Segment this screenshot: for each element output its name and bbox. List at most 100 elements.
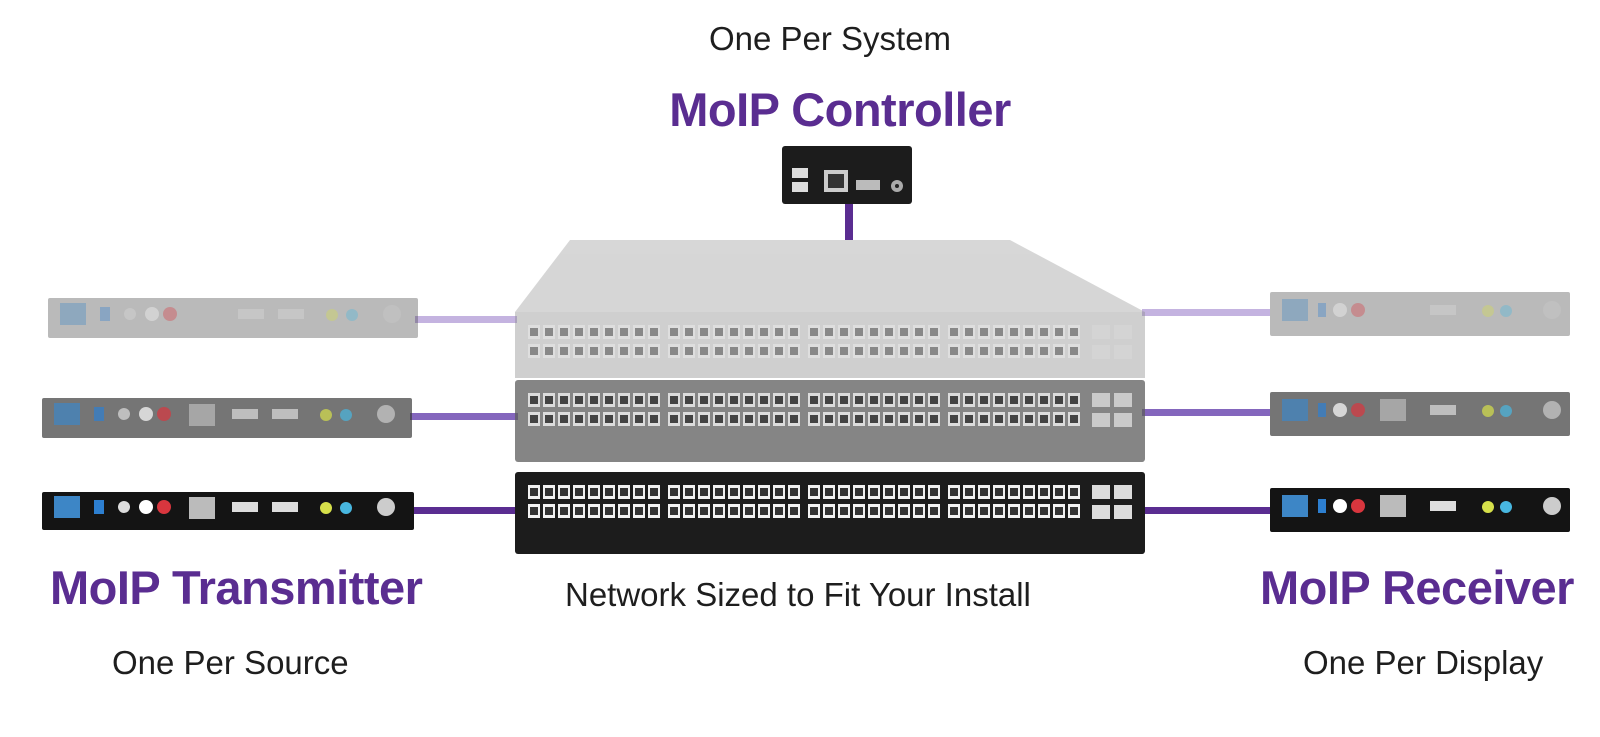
switch-port-socket	[530, 507, 538, 515]
switch-port-socket	[685, 507, 693, 515]
switch-port-socket	[715, 488, 723, 496]
switch-port	[743, 344, 755, 358]
switch-port-socket	[1010, 347, 1018, 355]
switch-port	[838, 325, 850, 339]
switch-port-socket	[870, 328, 878, 336]
switch-port-socket	[980, 396, 988, 404]
switch-port-socket	[930, 488, 938, 496]
switch-port-socket	[1055, 328, 1063, 336]
controller-caption: One Per System	[708, 20, 952, 57]
switch-port-socket	[545, 507, 553, 515]
switch-port-socket	[590, 488, 598, 496]
switch-port-socket	[855, 415, 863, 423]
power-jack	[1543, 497, 1561, 515]
switch-port-socket	[760, 507, 768, 515]
switch-port-socket	[950, 328, 958, 336]
audio-out-red	[1351, 499, 1365, 513]
sfp-port	[1092, 393, 1110, 407]
switch-port-socket	[915, 415, 923, 423]
moip-controller-device	[782, 146, 912, 204]
switch-port-socket	[1025, 328, 1033, 336]
audio-jack	[118, 408, 130, 420]
switch-port	[1053, 344, 1065, 358]
switch-port	[913, 344, 925, 358]
switch-port-socket	[915, 507, 923, 515]
switch-port-socket	[730, 507, 738, 515]
switch-port	[808, 344, 820, 358]
switch-port-socket	[745, 396, 753, 404]
hdmi-out-port	[278, 309, 304, 319]
switch-port-socket	[670, 507, 678, 515]
switch-port-grid	[528, 325, 1132, 359]
sfp-port	[1092, 325, 1110, 339]
switch-port-socket	[885, 347, 893, 355]
ir-flasher-jack	[340, 409, 352, 421]
audio-out-white	[1333, 499, 1347, 513]
switch-port-socket	[995, 328, 1003, 336]
switch-port-socket	[775, 328, 783, 336]
switch-port-socket	[635, 488, 643, 496]
switch-port-socket	[1010, 415, 1018, 423]
switch-port-socket	[1055, 488, 1063, 496]
switch-port-socket	[530, 347, 538, 355]
switch-port-socket	[775, 507, 783, 515]
switch-port-socket	[620, 347, 628, 355]
switch-port	[573, 325, 585, 339]
hdmi-in-port	[232, 409, 258, 419]
audio-out-red	[157, 407, 171, 421]
switch-port-socket	[670, 396, 678, 404]
dip-switch	[1318, 403, 1326, 417]
switch-port	[558, 344, 570, 358]
switch-port-socket	[855, 396, 863, 404]
sfp-port	[1114, 485, 1132, 499]
network-port	[60, 303, 86, 325]
switch-port-socket	[530, 488, 538, 496]
power-jack	[377, 498, 395, 516]
switch-port-socket	[840, 347, 848, 355]
switch-port-socket	[790, 507, 798, 515]
switch-port-socket	[790, 396, 798, 404]
switch-port	[528, 344, 540, 358]
sfp-port	[1092, 345, 1110, 359]
sfp-port	[1092, 505, 1110, 519]
switch-port	[963, 325, 975, 339]
switch-port	[1008, 344, 1020, 358]
switch-port-socket	[1040, 415, 1048, 423]
switch-port-socket	[670, 415, 678, 423]
switch-port-socket	[915, 396, 923, 404]
ir-receiver-jack	[1482, 405, 1494, 417]
switch-port-socket	[590, 328, 598, 336]
sfp-port	[1114, 393, 1132, 407]
switch-port-socket	[560, 347, 568, 355]
rx-link-mid	[1142, 409, 1270, 416]
switch-port	[618, 325, 630, 339]
switch-port-socket	[700, 415, 708, 423]
switch-port-socket	[870, 396, 878, 404]
switch-port-socket	[560, 328, 568, 336]
switch-port	[603, 325, 615, 339]
switch-port-socket	[650, 347, 658, 355]
switch-port-socket	[965, 488, 973, 496]
switch-port-socket	[605, 328, 613, 336]
switch-port-socket	[840, 396, 848, 404]
network-caption: Network Sized to Fit Your Install	[565, 576, 1031, 613]
switch-port-socket	[575, 507, 583, 515]
switch-port-socket	[745, 415, 753, 423]
switch-port-socket	[1070, 488, 1078, 496]
switch-port-socket	[980, 488, 988, 496]
switch-port	[883, 325, 895, 339]
switch-port-socket	[635, 396, 643, 404]
switch-port-socket	[965, 396, 973, 404]
audio-out-white	[139, 500, 153, 514]
transmitter-mid	[42, 398, 412, 438]
switch-port-socket	[900, 415, 908, 423]
switch-port-socket	[575, 488, 583, 496]
switch-port-socket	[1025, 415, 1033, 423]
switch-port-socket	[560, 488, 568, 496]
switch-port-socket	[980, 415, 988, 423]
network-port	[54, 496, 80, 518]
switch-port-socket	[965, 415, 973, 423]
switch-port-socket	[730, 328, 738, 336]
switch-port-socket	[670, 328, 678, 336]
